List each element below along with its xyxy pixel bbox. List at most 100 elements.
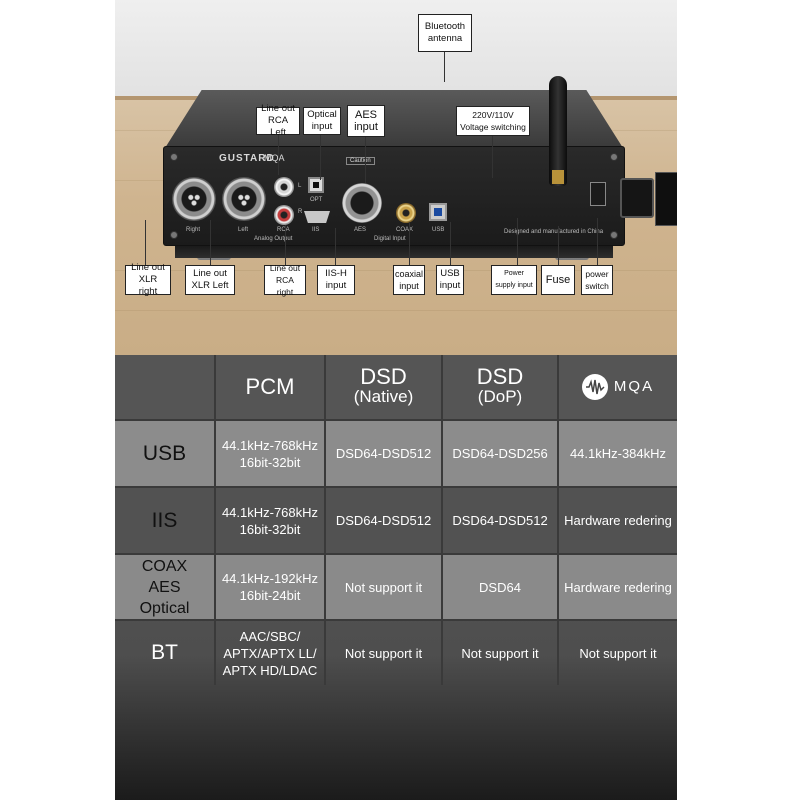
voltage-switch-icon <box>590 182 606 206</box>
mqa-logo: MQA <box>581 374 655 400</box>
rca-right-connector-icon <box>274 205 294 225</box>
callout-usb-input: USB input <box>436 265 464 295</box>
leader-line <box>320 135 321 180</box>
label-aes: AES <box>354 227 367 233</box>
row-label-text: COAX <box>141 557 188 575</box>
row-usb-bg <box>115 420 677 487</box>
label-rca: RCA <box>277 227 290 233</box>
mqa-small-logo: MQA <box>264 153 285 163</box>
label-coax: COAX <box>396 227 414 233</box>
leader-line <box>492 136 493 178</box>
cell-bt-pcm: AAC/SBC/ APTX/APTX LL/ APTX HD/LDAC <box>216 621 324 685</box>
leader-line <box>145 220 146 265</box>
row-label-text: Optical <box>139 599 190 617</box>
label-analog-output: Analog Output <box>254 236 293 242</box>
callout-line-out-xlr-right: Line out XLR right <box>125 262 171 297</box>
leader-line <box>597 218 598 265</box>
label-usb: USB <box>432 227 445 233</box>
cell-coax-pcm: 44.1kHz-192kHz 16bit-24bit <box>216 555 324 619</box>
cell-usb-mqa: 44.1kHz-384kHz <box>569 446 667 461</box>
callout-iis-h-input: IIS-H input <box>317 265 355 295</box>
row-divider <box>115 553 677 555</box>
coax-connector-icon <box>396 203 416 223</box>
optical-connector-icon <box>308 177 324 193</box>
cell-bt-dop: Not support it <box>461 645 539 661</box>
screw-icon <box>170 153 178 161</box>
row-divider <box>115 419 677 421</box>
cell-iis-mqa: Hardware redering <box>564 513 672 528</box>
leader-line <box>285 225 286 265</box>
column-divider <box>324 355 326 685</box>
callout-voltage-switching: 220V/110V Voltage switching <box>456 106 530 136</box>
row-label-text: AES <box>148 578 181 596</box>
mqa-wave-icon <box>581 374 608 400</box>
device-base <box>175 246 613 258</box>
aes-connector-icon <box>342 183 382 223</box>
header-dsd-native: DSD (Native) <box>326 355 441 419</box>
cell-text: 16bit-32bit <box>239 454 301 470</box>
fuse-holder-icon <box>655 172 677 226</box>
callout-power-supply-input: Power supply input <box>491 265 537 295</box>
header-dsd-native-sub: (Native) <box>353 387 414 406</box>
label-opt: OPT <box>310 197 323 203</box>
screw-icon <box>610 153 618 161</box>
rca-left-connector-icon <box>274 177 294 197</box>
column-divider <box>214 355 216 685</box>
cell-text: 44.1kHz-768kHz <box>221 504 319 520</box>
row-iis-bg <box>115 487 677 554</box>
iis-hdmi-connector-icon <box>304 211 330 223</box>
row-label-bt: BT <box>151 641 178 664</box>
leader-line <box>409 222 410 265</box>
cell-text: 44.1kHz-768kHz <box>221 437 319 453</box>
cell-coax-dop: DSD64 <box>479 579 521 595</box>
callout-bluetooth-antenna: Bluetooth antenna <box>418 14 472 52</box>
cell-coax-mqa: Hardware redering <box>564 579 672 595</box>
header-mqa: MQA <box>559 355 677 419</box>
column-divider <box>441 355 443 685</box>
callout-line-out-rca-left: Line out RCA Left <box>256 103 300 138</box>
cell-usb-pcm: 44.1kHz-768kHz 16bit-32bit <box>216 421 324 486</box>
callout-fuse: Fuse <box>541 265 575 295</box>
row-label-iis: IIS <box>151 508 178 532</box>
header-dsd-dop-sub: (DoP) <box>477 387 523 406</box>
screw-icon <box>610 231 618 239</box>
callout-coaxial-input: coaxial input <box>393 265 425 295</box>
cell-text: APTX/APTX LL/ <box>223 645 317 661</box>
header-dsd-dop: DSD (DoP) <box>443 355 557 419</box>
cell-text: 16bit-32bit <box>239 521 301 537</box>
header-pcm: PCM <box>245 374 295 399</box>
antenna-base <box>552 170 564 184</box>
row-coax-bg <box>115 554 677 620</box>
cell-text: AAC/SBC/ <box>239 628 301 644</box>
callout-aes-input: AES input <box>347 105 385 137</box>
callout-optical-input: Optical input <box>303 107 341 135</box>
label-right: Right <box>186 227 201 233</box>
label-designed: Designed and manufactured in China <box>504 229 604 235</box>
screw-icon <box>170 231 178 239</box>
label-left: Left <box>238 227 249 233</box>
device-top-panel <box>165 90 623 148</box>
wall-background <box>115 0 677 96</box>
cell-bt-mqa: Not support it <box>579 645 657 661</box>
column-divider <box>557 355 559 685</box>
cell-bt-native: Not support it <box>344 645 423 661</box>
mqa-logo-text: MQA <box>613 378 655 395</box>
row-divider <box>115 486 677 488</box>
caution-label: Caution <box>346 157 375 165</box>
cell-usb-dop: DSD64-DSD256 <box>452 446 548 461</box>
cell-usb-native: DSD64-DSD512 <box>335 446 432 461</box>
label-digital-input: Digital Input <box>374 236 406 242</box>
label-r: R <box>298 209 303 215</box>
header-dsd-dop-top: DSD <box>476 364 524 389</box>
bluetooth-antenna-icon <box>549 76 567 186</box>
callout-line-out-rca-right: Line out RCA right <box>264 263 306 297</box>
cell-coax-native: Not support it <box>344 579 423 595</box>
cell-text: APTX HD/LDAC <box>222 662 318 678</box>
xlr-right-connector-icon <box>172 177 216 221</box>
leader-line <box>335 228 336 265</box>
leader-line <box>210 220 211 265</box>
leader-line <box>517 218 518 265</box>
cell-iis-dop: DSD64-DSD512 <box>452 513 548 528</box>
power-inlet-icon <box>620 178 654 218</box>
product-photo: GUSTARD MQA Right Left Analog Output L R… <box>115 0 677 355</box>
